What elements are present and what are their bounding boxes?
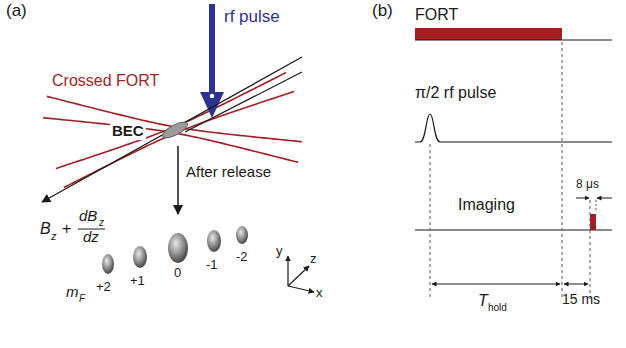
- beam-outline: [64, 91, 294, 187]
- timing-label: π/2 rf pulse: [415, 84, 496, 102]
- fraction-top: dB: [79, 208, 97, 225]
- fraction-bottom: dz: [83, 229, 99, 246]
- release-label: After release: [186, 164, 271, 181]
- duration-label: 15 ms: [562, 292, 600, 307]
- subscript: z: [99, 217, 104, 228]
- bec-cloud: [160, 119, 189, 141]
- fort-label: Crossed FORT: [52, 72, 159, 90]
- axis-label: z: [310, 252, 317, 266]
- subscript: z: [51, 230, 57, 242]
- bec-label: BEC: [110, 123, 146, 140]
- time-symbol: T: [478, 292, 488, 310]
- subscript: hold: [488, 302, 507, 313]
- operator: +: [62, 220, 71, 238]
- release-arrow: [177, 146, 179, 214]
- mf-value: -2: [236, 250, 248, 264]
- panel-label: (b): [372, 2, 393, 21]
- mf-value: -1: [206, 258, 218, 272]
- field-symbol: B: [40, 220, 51, 238]
- panel-label: (a): [6, 2, 27, 21]
- beam-outline: [47, 96, 302, 141]
- timing-label: FORT: [415, 6, 458, 24]
- timing-diagram: [415, 28, 612, 300]
- mf-value: +1: [130, 274, 145, 288]
- axis-label: x: [316, 286, 323, 300]
- field-axis: [42, 57, 302, 202]
- subscript: F: [79, 293, 85, 304]
- field-axis: [185, 72, 302, 132]
- mf-value: +2: [96, 280, 111, 294]
- laser-beams: [43, 73, 302, 188]
- mf-value: 0: [174, 266, 181, 280]
- rf-arrow: [200, 4, 224, 118]
- axis-label: y: [276, 244, 283, 258]
- rf-label: rf pulse: [224, 8, 280, 27]
- timing-label: Imaging: [458, 196, 515, 214]
- mf-symbol: m: [66, 284, 79, 301]
- duration-label: 8 μs: [576, 178, 599, 191]
- beam-outline: [43, 118, 298, 163]
